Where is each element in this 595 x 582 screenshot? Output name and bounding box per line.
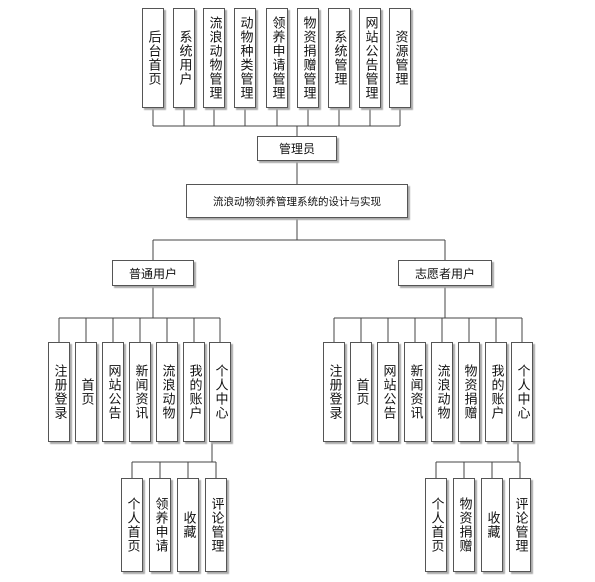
volunteer-module-personal-center: 个人中心: [511, 342, 533, 442]
admin-module-resources: 资源管理: [389, 8, 411, 108]
volunteer-module-my-account: 我的账户: [485, 342, 507, 442]
volunteer-module-register-login: 注册登录: [323, 342, 345, 442]
volunteer-module-donations: 物资捐赠: [458, 342, 480, 442]
user-center-home: 个人首页: [121, 478, 143, 572]
volunteer-center-favorites: 收藏: [481, 478, 503, 572]
volunteer-module-announcements: 网站公告: [377, 342, 399, 442]
volunteer-module-news: 新闻资讯: [404, 342, 426, 442]
admin-module-system-users: 系统用户: [173, 8, 195, 108]
admin-module-dashboard: 后台首页: [142, 8, 164, 108]
volunteer-center-home: 个人首页: [425, 478, 447, 572]
admin-node: 管理员: [257, 136, 337, 161]
admin-module-stray-animals: 流浪动物管理: [203, 8, 225, 108]
admin-module-system-management: 系统管理: [328, 8, 350, 108]
admin-module-donations: 物资捐赠管理: [297, 8, 319, 108]
volunteer-center-comments: 评论管理: [509, 478, 531, 572]
system-title-node: 流浪动物领养管理系统的设计与实现: [186, 184, 408, 218]
user-module-register-login: 注册登录: [48, 342, 70, 442]
admin-module-adoption-applications: 领养申请管理: [266, 8, 288, 108]
user-center-comments: 评论管理: [205, 478, 227, 572]
volunteer-user-node: 志愿者用户: [398, 260, 492, 286]
user-module-announcements: 网站公告: [102, 342, 124, 442]
user-module-home: 首页: [75, 342, 97, 442]
user-module-personal-center: 个人中心: [209, 342, 231, 442]
user-module-stray-animals: 流浪动物: [156, 342, 178, 442]
user-module-my-account: 我的账户: [183, 342, 205, 442]
admin-module-announcements: 网站公告管理: [359, 8, 381, 108]
volunteer-module-home: 首页: [350, 342, 372, 442]
admin-module-animal-types: 动物种类管理: [234, 8, 256, 108]
volunteer-module-stray-animals: 流浪动物: [431, 342, 453, 442]
regular-user-node: 普通用户: [112, 260, 194, 286]
user-module-news: 新闻资讯: [129, 342, 151, 442]
user-center-favorites: 收藏: [177, 478, 199, 572]
user-center-adoption-application: 领养申请: [149, 478, 171, 572]
volunteer-center-donations: 物资捐赠: [453, 478, 475, 572]
